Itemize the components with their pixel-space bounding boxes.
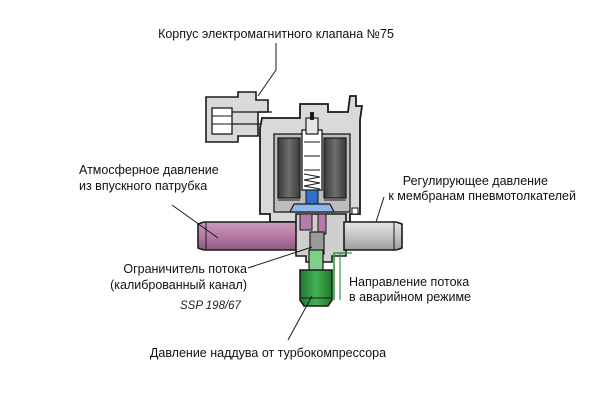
label-atmospheric-line1: Атмосферное давление (79, 163, 219, 177)
label-emergency-line1: Направление потока (349, 275, 469, 289)
boost-inlet-tube (299, 269, 333, 307)
label-reference: SSP 198/67 (180, 300, 242, 312)
coil-right (323, 137, 347, 199)
armature-seat (289, 203, 335, 213)
regulating-outlet-tube (343, 221, 403, 251)
emergency-flow-arrow-inner (339, 252, 352, 300)
horizontal-channel (197, 213, 403, 263)
leader-lines (171, 43, 385, 341)
label-boost: Давление наддува от турбокомпрессора (150, 346, 386, 360)
coil-left (277, 137, 301, 199)
armature (305, 189, 319, 205)
solenoid-housing (259, 95, 364, 223)
boost-channel (299, 249, 333, 307)
label-regulating-line2: к мембранам пневмотолкателей (388, 189, 576, 203)
atmospheric-inlet-tube (197, 221, 301, 251)
label-valve-housing: Корпус электромагнитного клапана №75 (158, 27, 394, 41)
label-atmospheric-line2: из впускного патрубка (79, 179, 207, 193)
electrical-connector (205, 91, 272, 143)
label-regulating-line1: Регулирующее давление (403, 174, 548, 188)
label-emergency-line2: в аварийном режиме (349, 290, 471, 304)
label-restrictor-line2: (калиброванный канал) (110, 278, 247, 292)
label-restrictor-line1: Ограничитель потока (123, 262, 247, 276)
